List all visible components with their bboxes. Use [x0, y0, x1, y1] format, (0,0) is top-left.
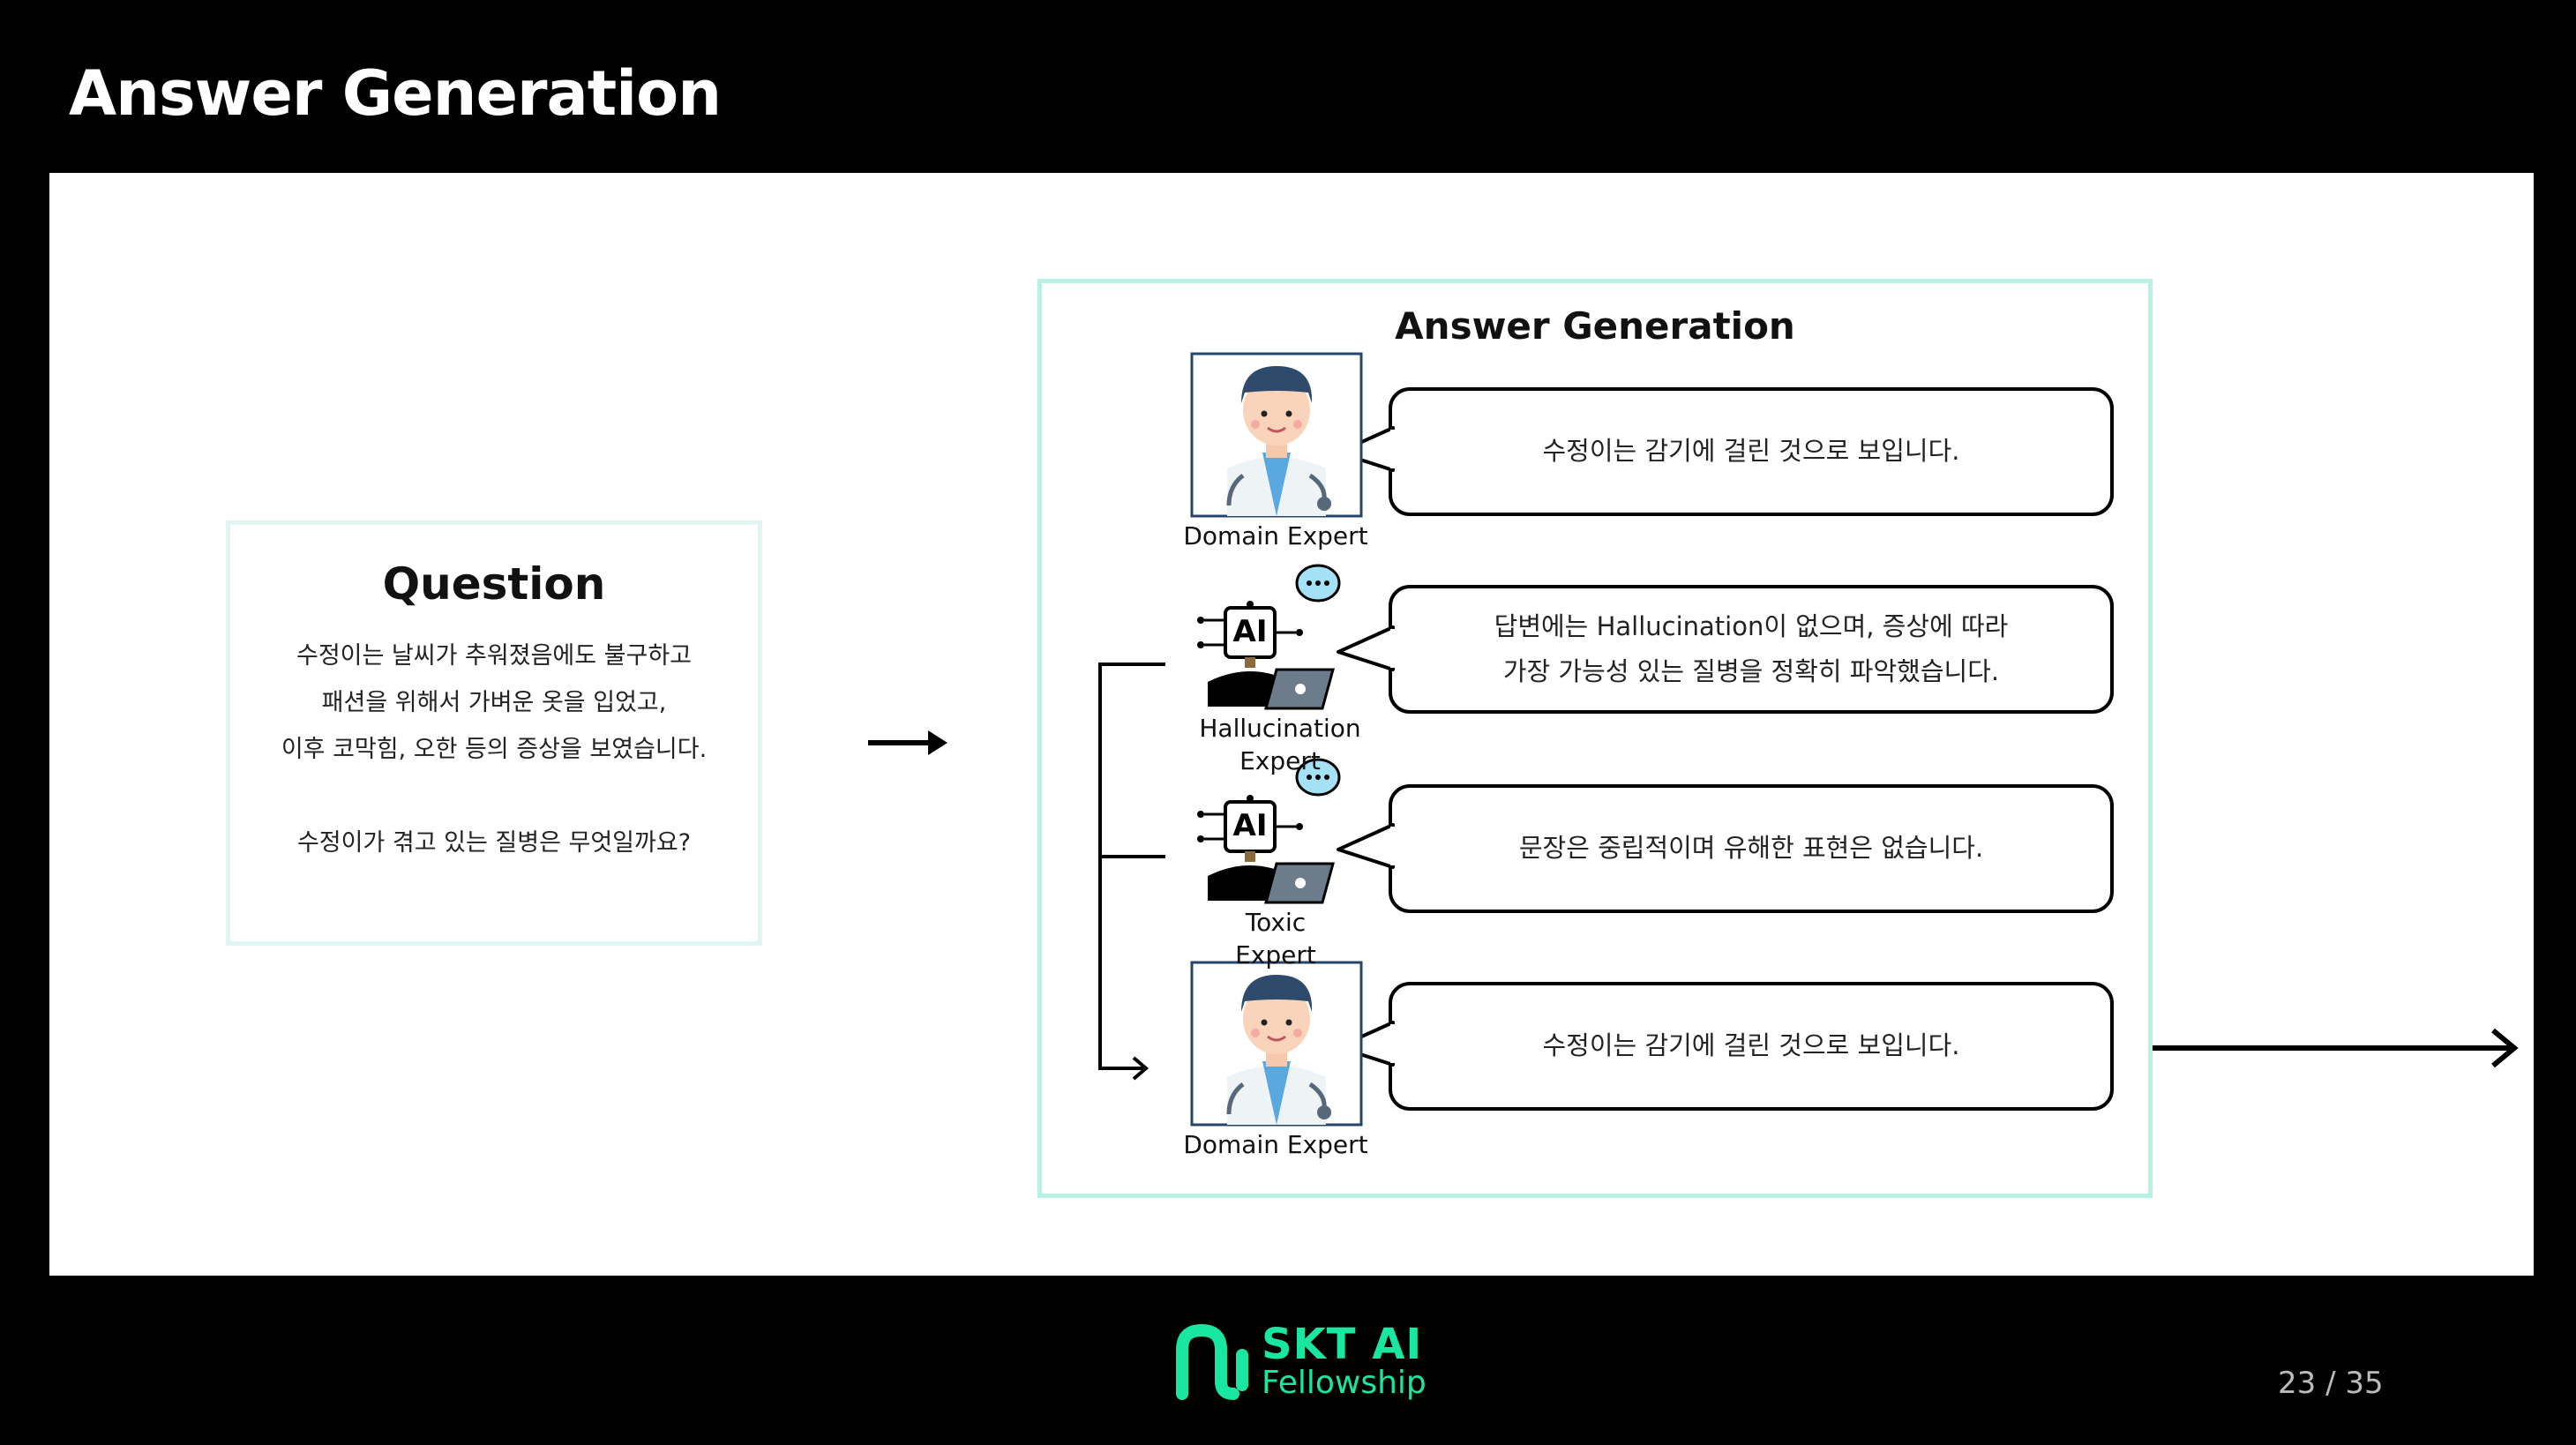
slide-title: Answer Generation [69, 57, 722, 130]
logo-sub-text: Fellowship [1262, 1365, 1427, 1401]
question-line: 이후 코막힘, 오한 등의 증상을 보였습니다. [281, 736, 708, 763]
svg-text:AI: AI [1233, 614, 1268, 649]
answer-generation-box: Answer Generation [1037, 279, 2153, 1198]
ai-robot-icon: AI [1197, 758, 1341, 904]
generation-title: Answer Generation [1395, 304, 1795, 348]
page-number: 23 / 35 [2278, 1366, 2384, 1401]
doctor-icon [1190, 352, 1363, 518]
question-to-generation-arrow [868, 730, 947, 755]
doctor-icon [1190, 961, 1363, 1127]
skt-ai-fellowship-logo: SKT AI Fellowship [1173, 1323, 1427, 1403]
answer-text: 수정이는 감기에 걸린 것으로 보입니다. [1542, 1030, 1960, 1060]
question-line: 패션을 위해서 가벼운 옷을 입었고, [321, 689, 667, 716]
question-line: 수정이는 날씨가 추워졌음에도 불구하고 [296, 642, 693, 670]
generation-diagram: AI AI [1098, 352, 2114, 1127]
ai-robot-icon: AI [1197, 564, 1341, 710]
logo-mark-icon [1176, 1323, 1248, 1400]
expert-label-hallucination: Hallucination Expert [1199, 714, 1361, 775]
answer-bubble-2 [1337, 585, 2114, 714]
expert-label-domain: Domain Expert [1183, 521, 1368, 550]
answer-text: 답변에는 Hallucination이 없으며, 증상에 따라 가장 가능성 있… [1494, 611, 2009, 686]
logo-brand-text: SKT AI [1262, 1320, 1423, 1369]
connector-arrowhead [1132, 1056, 1149, 1081]
output-arrow [2107, 1028, 2519, 1068]
content-panel: Question 수정이는 날씨가 추워졌음에도 불구하고 패션을 위해서 가벼… [49, 173, 2534, 1276]
answer-bubble-1 [1337, 387, 2114, 516]
expert-label-domain-final: Domain Expert [1183, 1130, 1368, 1159]
answer-text: 문장은 중립적이며 유해한 표현은 없습니다. [1518, 833, 1984, 863]
question-title: Question [382, 558, 606, 610]
expert-label-toxic: Toxic Expert [1235, 908, 1316, 970]
svg-text:AI: AI [1233, 808, 1268, 843]
answer-bubble-4 [1337, 982, 2114, 1111]
flow-arrows [868, 730, 2519, 1068]
feedback-connector [1098, 663, 1165, 1070]
question-line: 수정이가 겪고 있는 질병은 무엇일까요? [296, 829, 692, 857]
answer-text: 수정이는 감기에 걸린 것으로 보입니다. [1542, 436, 1960, 466]
answer-bubble-3 [1337, 784, 2114, 913]
question-box: Question 수정이는 날씨가 추워졌음에도 불구하고 패션을 위해서 가벼… [226, 520, 762, 946]
